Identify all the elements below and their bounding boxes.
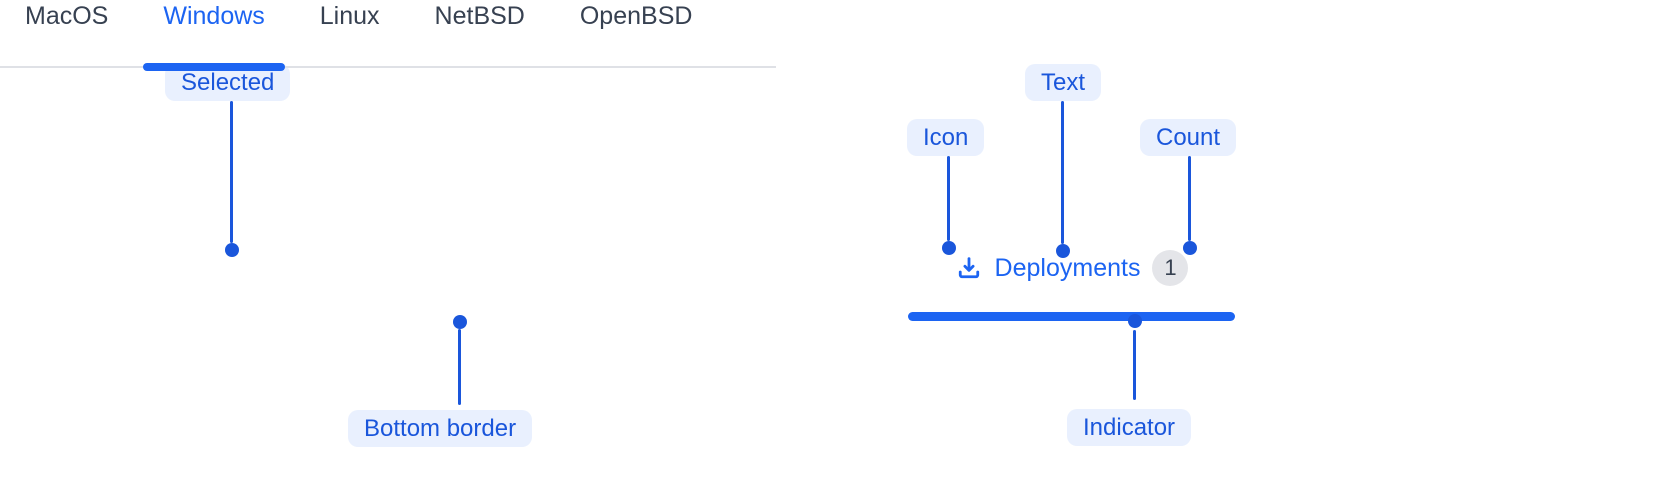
annotation-icon: Icon (907, 119, 985, 156)
tab-linux[interactable]: Linux (319, 2, 380, 30)
connector-dot-text (1056, 244, 1070, 258)
tab-openbsd[interactable]: OpenBSD (579, 2, 693, 30)
tab-deployments[interactable]: Deployments 1 (908, 246, 1235, 290)
connector-line-indicator (1133, 330, 1136, 400)
connector-dot-count (1183, 241, 1197, 255)
tab-macos[interactable]: MacOS (25, 2, 109, 30)
tab-windows-selected[interactable]: Windows (143, 0, 286, 71)
count-badge: 1 (1152, 250, 1189, 286)
connector-dot-selected (225, 243, 239, 257)
tab-deployments-label: Deployments (994, 253, 1141, 282)
connector-line-text (1061, 101, 1064, 244)
connector-line-bottom-border (458, 329, 461, 405)
connector-dot-icon (942, 241, 956, 255)
connector-dot-bottom-border (453, 315, 467, 329)
connector-line-selected (230, 101, 233, 243)
annotation-indicator: Indicator (1067, 409, 1192, 446)
tab-netbsd[interactable]: NetBSD (434, 2, 525, 30)
download-icon (955, 254, 983, 282)
connector-line-icon (947, 156, 950, 241)
connector-line-count (1188, 156, 1191, 241)
tab-bar-os: MacOS Windows Linux NetBSD OpenBSD (0, 0, 776, 71)
annotation-text: Text (1025, 64, 1102, 101)
connector-dot-indicator (1128, 314, 1142, 328)
active-tab-indicator (908, 312, 1235, 321)
annotation-bottom-border: Bottom border (348, 410, 533, 447)
annotation-count: Count (1140, 119, 1237, 156)
